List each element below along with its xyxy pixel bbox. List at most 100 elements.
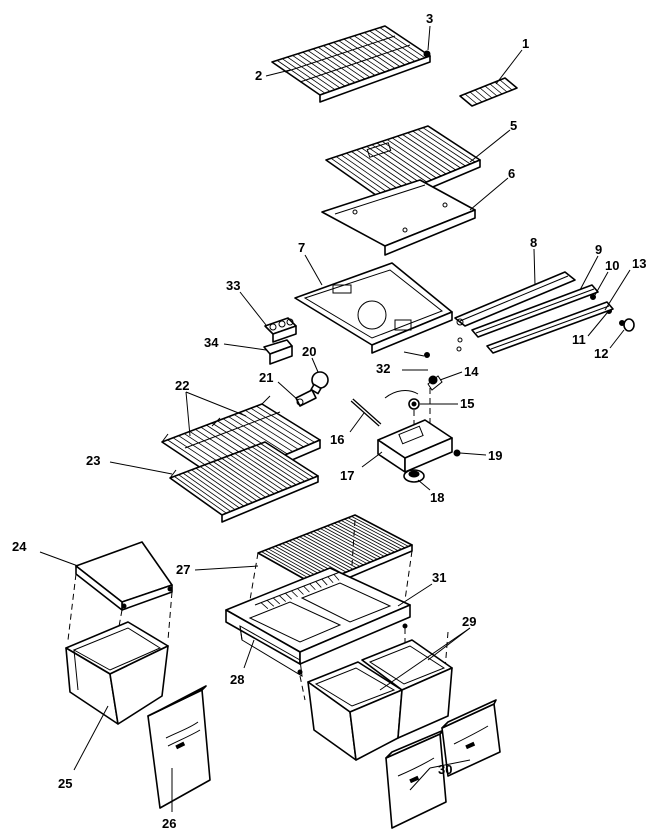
grid-wire (279, 595, 286, 602)
part-rail-8 (454, 271, 576, 327)
part-cover-24 (75, 541, 173, 611)
part-socket-21 (295, 389, 317, 407)
grid-wire (302, 51, 351, 85)
grid-wire (359, 33, 406, 66)
grid-wire (306, 533, 364, 566)
grid-wire (484, 85, 498, 97)
part-panel-30b (441, 699, 501, 777)
callout-8: 8 (530, 235, 537, 250)
callout-7: 7 (298, 240, 305, 255)
callout-24: 24 (12, 539, 27, 554)
grid-wire (499, 79, 513, 91)
callout-20: 20 (302, 344, 316, 359)
grid-wire (297, 588, 304, 595)
grid-wire (297, 53, 346, 87)
grid-wire (195, 467, 249, 505)
grid-wire (335, 156, 393, 197)
callout-27: 27 (176, 562, 190, 577)
part-wire-14 (384, 375, 443, 399)
callout-33: 33 (226, 278, 240, 293)
part-screws-10-11 (456, 294, 612, 352)
grid-wire (402, 134, 456, 171)
grid-wire (381, 140, 437, 179)
grid-wire (376, 142, 432, 181)
grid-wire (464, 93, 478, 105)
callout-26: 26 (162, 816, 176, 831)
callout-12: 12 (594, 346, 608, 361)
grid-wire (256, 444, 310, 480)
grid-wire (309, 583, 316, 591)
part-rail-13 (486, 301, 614, 354)
grid-wire (417, 129, 471, 165)
grid-wire (292, 55, 341, 89)
grid-wire (204, 464, 258, 502)
grid-wire (327, 525, 385, 557)
grid-wire (200, 466, 253, 503)
grid-wire (288, 540, 347, 573)
grid-wire (366, 146, 423, 185)
grid-wire (245, 409, 304, 448)
grid-wire (474, 89, 488, 101)
grid-wire (371, 144, 427, 183)
grid-wire (307, 50, 356, 83)
grid-wire (392, 137, 447, 175)
part-housing-17 (377, 419, 453, 473)
callout-15: 15 (460, 396, 474, 411)
callout-2: 2 (255, 68, 262, 83)
callout-16: 16 (330, 432, 344, 447)
part-bulb-20 (310, 371, 329, 395)
callout-18: 18 (430, 490, 444, 505)
grid-wire (338, 40, 386, 73)
grid-wire (361, 147, 418, 187)
grid-wire (272, 597, 281, 605)
grid-wire (407, 132, 461, 169)
callout-21: 21 (259, 370, 273, 385)
grid-wire (221, 458, 275, 495)
part-cap-12 (619, 318, 635, 332)
part-drawer-29b (361, 639, 453, 739)
grid-wire (285, 541, 343, 574)
grid-wire (174, 476, 227, 514)
grid-wire (228, 416, 288, 455)
callout-10: 10 (605, 258, 619, 273)
grid-wire (330, 524, 388, 556)
callout-22: 22 (175, 378, 189, 393)
grid-wire (250, 407, 310, 446)
grid-wire (386, 139, 442, 177)
part-drawer-29a (307, 661, 403, 761)
part-rail-9 (471, 284, 599, 338)
grid-wire (208, 462, 262, 500)
part-panel-30a (385, 729, 447, 829)
grid-wire (256, 405, 315, 443)
grid-wire (351, 151, 408, 191)
callout-6: 6 (508, 166, 515, 181)
callout-19: 19 (488, 448, 502, 463)
callout-9: 9 (595, 242, 602, 257)
callout-1: 1 (522, 36, 529, 51)
grid-wire (251, 446, 306, 482)
grid-wire (291, 590, 298, 598)
grid-wire (412, 130, 466, 167)
grid-wire (334, 522, 392, 554)
grid-wire (340, 520, 399, 552)
callout-labels: 1 2 3 5 6 7 8 9 10 11 12 13 14 15 16 17 … (12, 11, 646, 831)
grid-wire (316, 529, 375, 562)
part-frame-28 (239, 623, 408, 677)
grid-wire (479, 87, 493, 99)
grid-wire (309, 532, 368, 564)
grid-wire (321, 578, 328, 586)
callout-30: 30 (438, 762, 452, 777)
grid-wire (333, 42, 381, 75)
grid-wire (374, 28, 421, 60)
grid-wire (344, 518, 402, 550)
leader-lines (39, 25, 631, 812)
part-cover-7 (294, 262, 453, 358)
grid-wire (333, 574, 340, 581)
callout-32: 32 (376, 361, 390, 376)
part-screw-19 (453, 449, 461, 457)
grid-wire (191, 469, 245, 507)
part-shelf-frame-6 (321, 179, 476, 256)
grid-wire (282, 58, 331, 92)
grid-wire (346, 152, 403, 193)
grid-wire (247, 448, 301, 484)
